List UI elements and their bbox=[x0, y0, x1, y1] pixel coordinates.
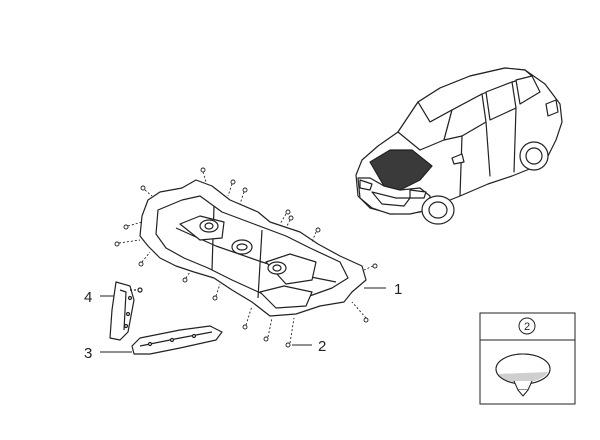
clip-marker bbox=[227, 179, 236, 197]
clip-marker bbox=[363, 263, 378, 271]
callout-3: 3 bbox=[84, 345, 92, 362]
inset-detail-box: 2 bbox=[479, 312, 576, 405]
push-clip-illustration bbox=[495, 353, 551, 397]
panel-clip bbox=[267, 261, 287, 275]
cowl-trim-strip bbox=[131, 325, 223, 355]
clip-marker bbox=[114, 239, 141, 247]
side-seal-strip bbox=[109, 281, 143, 341]
callout-2: 2 bbox=[318, 338, 326, 355]
hood-insulator-panel bbox=[139, 179, 367, 317]
inset-label: 2 bbox=[524, 321, 530, 333]
clip-marker bbox=[242, 305, 253, 330]
clip-marker bbox=[212, 283, 221, 301]
fastener-clips bbox=[114, 167, 378, 348]
callout-1: 1 bbox=[394, 281, 402, 298]
panel-clip bbox=[199, 219, 219, 233]
clip-marker bbox=[285, 317, 295, 348]
clip-marker bbox=[285, 215, 294, 229]
panel-clip bbox=[231, 239, 253, 255]
clip-marker bbox=[182, 271, 191, 283]
clip-marker bbox=[123, 221, 143, 230]
clip-marker bbox=[263, 317, 273, 342]
clip-marker bbox=[311, 227, 321, 243]
clip-marker bbox=[138, 251, 151, 267]
inset-label-circle bbox=[518, 317, 536, 335]
clip-marker bbox=[140, 185, 153, 197]
clip-marker bbox=[351, 301, 369, 323]
clip-marker bbox=[279, 209, 291, 225]
clip-marker bbox=[239, 187, 248, 205]
callout-4: 4 bbox=[84, 289, 92, 306]
vehicle-illustration bbox=[355, 67, 563, 225]
clip-marker bbox=[200, 167, 207, 183]
callout-leaders bbox=[100, 287, 386, 353]
